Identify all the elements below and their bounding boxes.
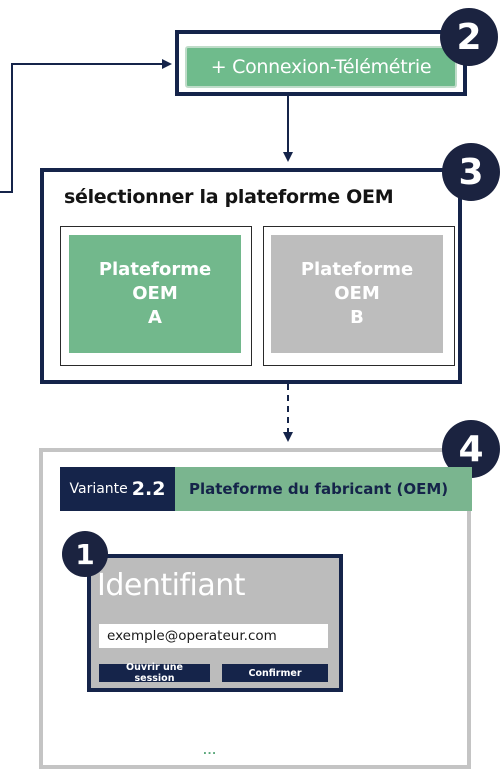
oem-option-a[interactable]: Plateforme OEM A xyxy=(69,235,241,353)
step2-badge: 2 xyxy=(440,8,498,66)
step3-badge: 3 xyxy=(442,143,500,201)
continuation-ellipsis: ... xyxy=(203,742,217,757)
variant-number: 2.2 xyxy=(131,478,166,500)
oem-a-line-3: A xyxy=(148,307,162,328)
open-session-button[interactable]: Ouvrir une session xyxy=(99,662,210,684)
loop-arrow xyxy=(0,59,172,193)
variant-word: Variante xyxy=(69,481,128,497)
login-title: Identifiant xyxy=(97,568,246,603)
oem-option-b[interactable]: Plateforme OEM B xyxy=(271,235,443,353)
oem-a-line-1: Plateforme xyxy=(98,259,212,280)
confirm-button[interactable]: Confirmer xyxy=(222,664,328,682)
oem-a-line-2: OEM xyxy=(132,283,178,304)
oem-b-line-1: Plateforme xyxy=(300,259,414,280)
oem-b-line-2: OEM xyxy=(334,283,380,304)
oem-b-line-3: B xyxy=(350,307,364,328)
email-field[interactable] xyxy=(99,624,328,648)
step3-title: sélectionner la plateforme OEM xyxy=(64,186,394,208)
variant-tag: Variante 2.2 xyxy=(60,467,175,511)
variant-header: Variante 2.2 Plateforme du fabricant (OE… xyxy=(60,467,472,511)
telemetry-connection-button[interactable]: + Connexion-Télémétrie xyxy=(185,46,457,88)
oem-platform-title: Plateforme du fabricant (OEM) xyxy=(189,480,449,498)
login-badge: 1 xyxy=(62,531,108,577)
